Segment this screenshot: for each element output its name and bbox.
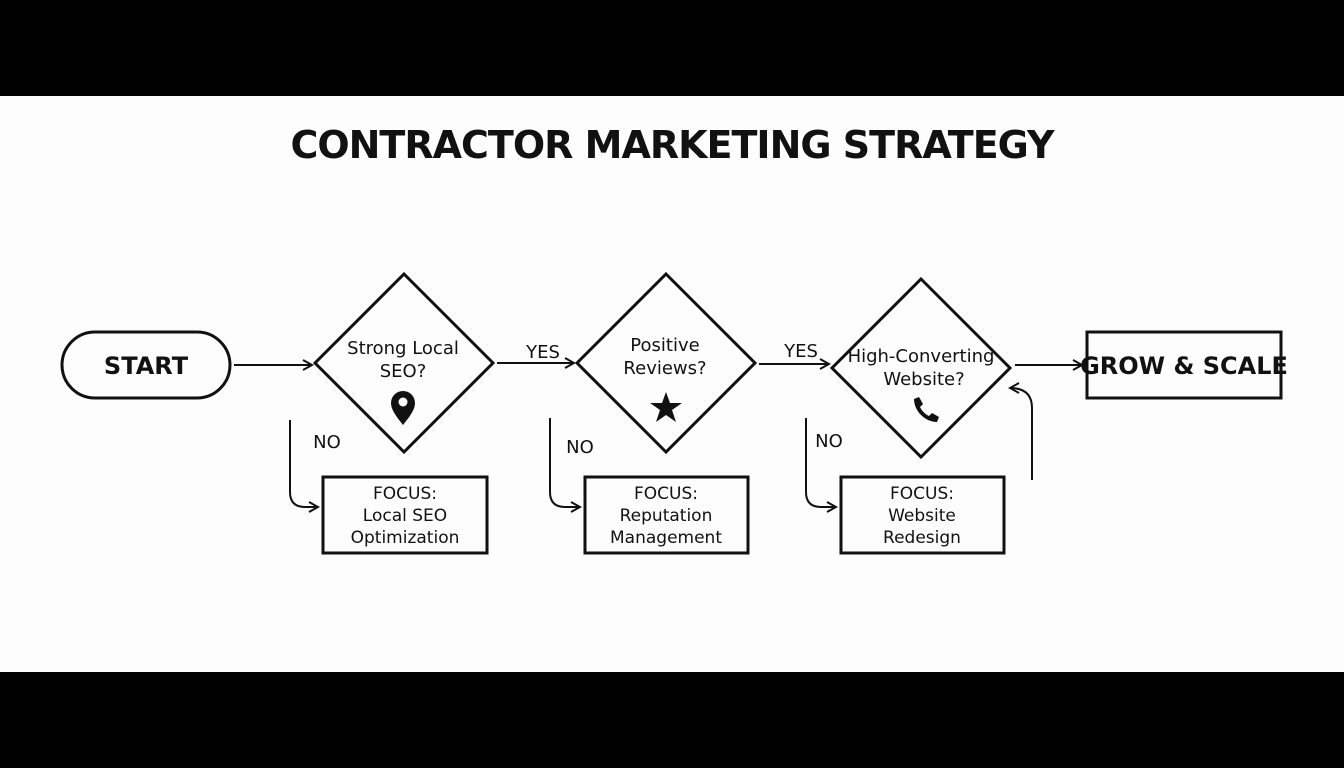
- no-label-2: NO: [566, 437, 594, 458]
- end-node: GROW & SCALE: [1080, 330, 1288, 400]
- focus-box-1: FOCUS: Local SEO Optimization: [321, 475, 489, 555]
- focus-box-3-line1: Website: [888, 506, 956, 526]
- edge-loop-back: [1010, 388, 1033, 480]
- decision-3-label-line1: High-Converting: [848, 346, 995, 367]
- end-label: GROW & SCALE: [1080, 352, 1288, 380]
- diagram-canvas: CONTRACTOR MARKETING STRATEGY START Stro…: [0, 96, 1344, 672]
- decision-3: High-Converting Website?: [829, 276, 1013, 460]
- decision-2-label-line1: Positive: [630, 335, 699, 356]
- edge-no-3: [805, 418, 836, 507]
- edge-no-1: [289, 420, 318, 507]
- focus-box-3: FOCUS: Website Redesign: [839, 475, 1006, 555]
- map-pin-icon: [391, 391, 415, 425]
- phone-icon: [914, 397, 939, 422]
- star-icon: [650, 392, 682, 422]
- focus-box-1-heading: FOCUS:: [373, 484, 437, 504]
- start-label: START: [104, 352, 189, 380]
- decision-3-label-line2: Website?: [883, 369, 964, 390]
- decision-1: Strong Local SEO?: [312, 271, 496, 455]
- focus-box-3-heading: FOCUS:: [890, 484, 954, 504]
- focus-box-1-line1: Local SEO: [363, 506, 447, 526]
- focus-box-1-line2: Optimization: [351, 528, 460, 548]
- start-node: START: [60, 330, 232, 400]
- no-label-3: NO: [815, 431, 843, 452]
- decision-2: Positive Reviews?: [574, 271, 758, 455]
- focus-box-2: FOCUS: Reputation Management: [583, 475, 750, 555]
- focus-box-3-line2: Redesign: [883, 528, 961, 548]
- edge-no-2: [549, 418, 580, 507]
- letterbox-bottom: [0, 672, 1344, 768]
- decision-1-label-line1: Strong Local: [347, 338, 459, 359]
- flowchart: CONTRACTOR MARKETING STRATEGY START Stro…: [60, 123, 1288, 555]
- focus-box-2-heading: FOCUS:: [634, 484, 698, 504]
- yes-label-2: YES: [783, 341, 818, 362]
- decision-1-label-line2: SEO?: [380, 361, 427, 382]
- page-title: CONTRACTOR MARKETING STRATEGY: [290, 123, 1055, 167]
- letterbox-top: [0, 0, 1344, 96]
- focus-box-2-line2: Management: [610, 528, 722, 548]
- no-label-1: NO: [313, 432, 341, 453]
- focus-box-2-line1: Reputation: [620, 506, 713, 526]
- yes-label-1: YES: [525, 342, 560, 363]
- decision-2-label-line2: Reviews?: [623, 358, 706, 379]
